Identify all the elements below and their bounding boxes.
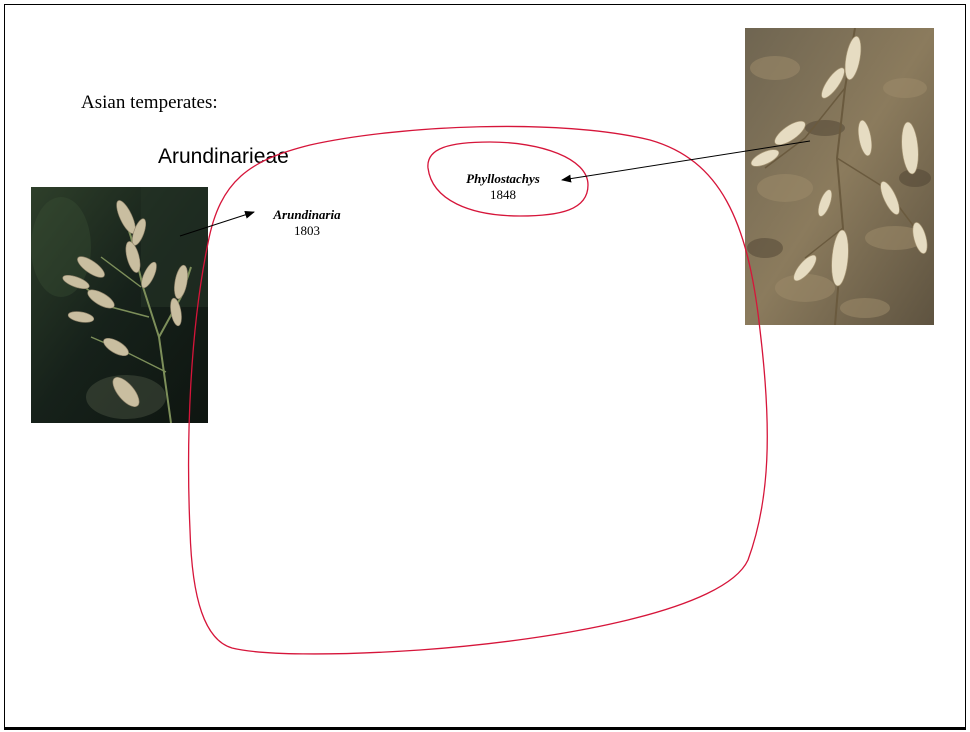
arundinarieae-outline: [189, 126, 768, 654]
phyllostachys-outline: [428, 142, 588, 216]
arrow-to-phyllostachys: [562, 141, 810, 180]
arrow-to-arundinaria: [180, 212, 254, 236]
